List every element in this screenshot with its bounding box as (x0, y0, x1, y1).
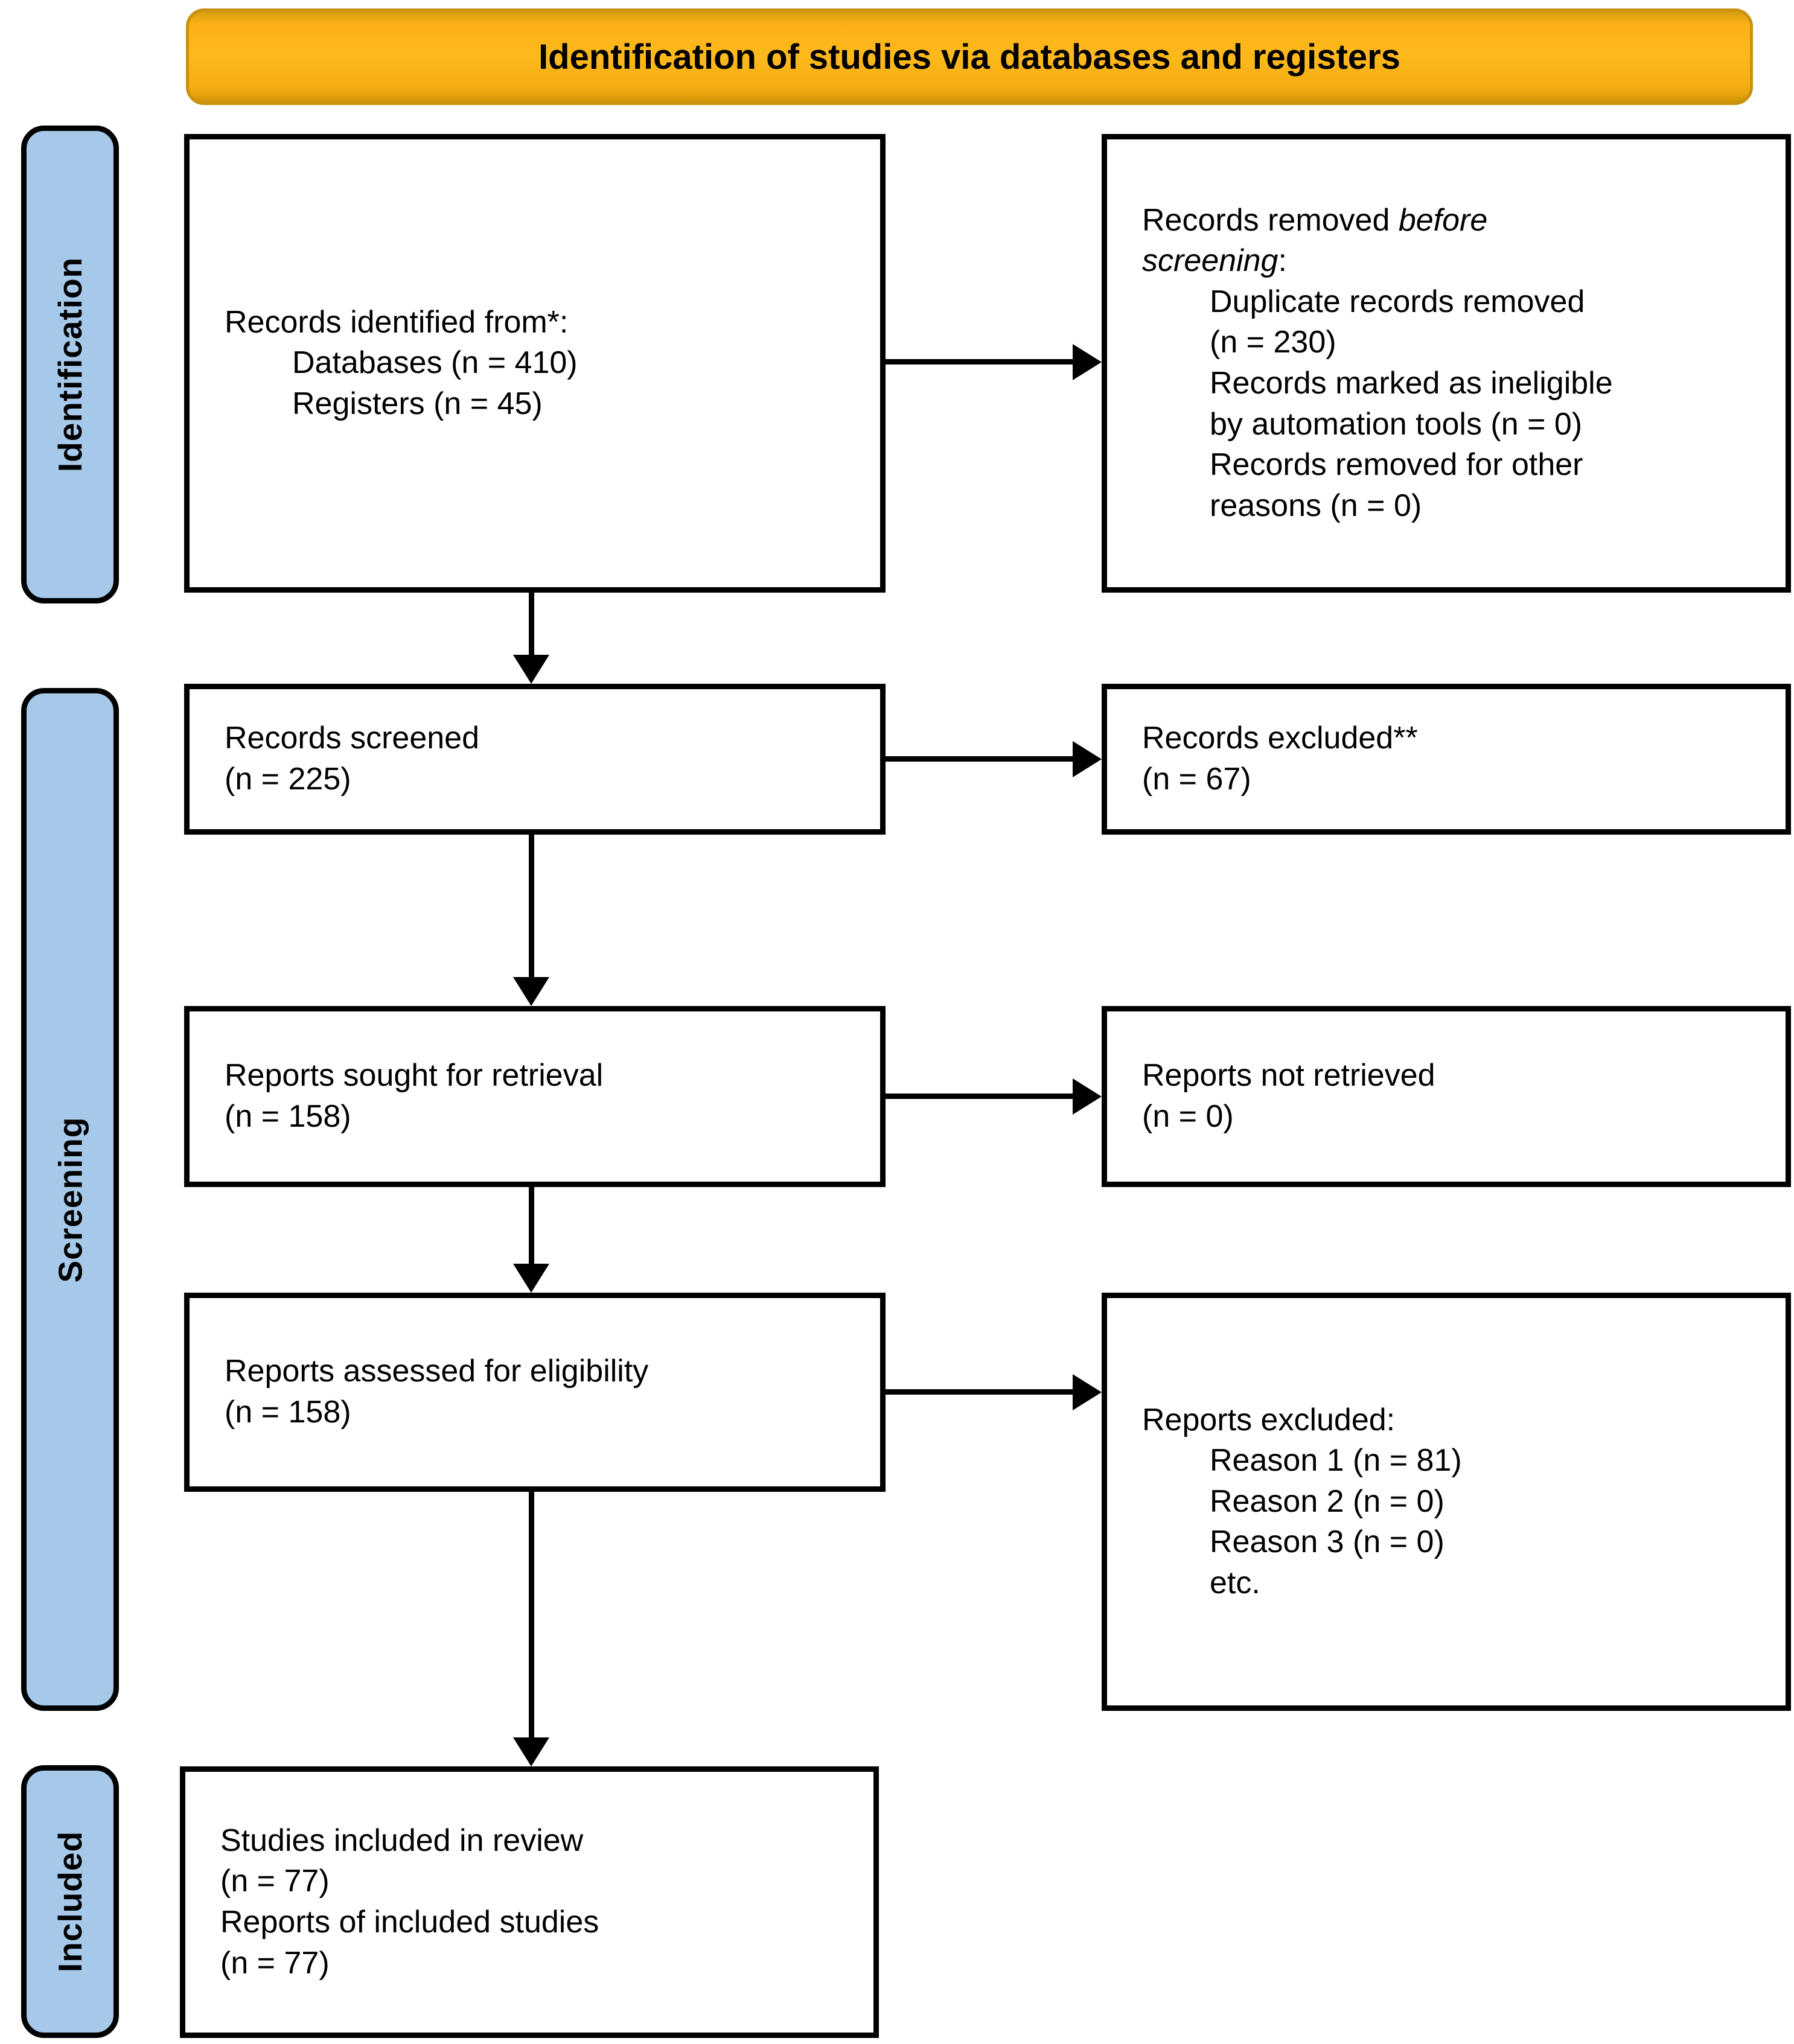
text-line: Records excluded** (1142, 721, 1418, 756)
text-line: (n = 0) (1142, 1099, 1234, 1134)
stage-included: Included (21, 1765, 119, 2038)
arrow-right-2-shaft (884, 756, 1073, 762)
text-line: Duplicate records removed (1210, 284, 1585, 319)
box-records-excluded: Records excluded** (n = 67) (1102, 684, 1791, 835)
arrow-down-3-shaft (529, 1187, 534, 1264)
arrow-right-4-shaft (884, 1389, 1073, 1395)
text-line: Studies included in review (220, 1823, 584, 1858)
box-reports-assessed: Reports assessed for eligibility (n = 158… (184, 1293, 886, 1492)
text-line: (n = 158) (225, 1395, 351, 1430)
text-line: (n = 77) (220, 1945, 330, 1981)
text-line: screening: (1142, 243, 1287, 279)
stage-identification-label: Identification (51, 256, 89, 473)
box-records-screened: Records screened (n = 225) (184, 684, 886, 835)
box-studies-included: Studies included in review (n = 77) Report… (180, 1766, 879, 2038)
text-line: by automation tools (n = 0) (1210, 406, 1583, 442)
arrow-down-4-shaft (529, 1492, 534, 1737)
text-line: Reports sought for retrieval (225, 1058, 604, 1094)
arrow-right-3-shaft (884, 1094, 1073, 1099)
text-line: Reports of included studies (220, 1905, 599, 1940)
stage-included-label: Included (51, 1830, 89, 1973)
text-line: Databases (n = 410) (292, 345, 578, 381)
text-line: Records removed before (1142, 202, 1488, 238)
arrow-down-1-shaft (529, 593, 534, 655)
box-reports-not-retrieved: Reports not retrieved (n = 0) (1102, 1006, 1791, 1187)
text-line: Reason 1 (n = 81) (1210, 1443, 1462, 1479)
arrow-right-1-shaft (884, 359, 1073, 365)
text-line: (n = 67) (1142, 762, 1251, 797)
arrow-down-icon (513, 1737, 549, 1766)
text-line: Records identified from*: (225, 304, 569, 340)
text-line: Reason 3 (n = 0) (1210, 1524, 1444, 1560)
text-line: etc. (1210, 1565, 1260, 1600)
text-line: (n = 77) (220, 1864, 330, 1899)
text-line: reasons (n = 0) (1210, 488, 1422, 523)
stage-screening: Screening (21, 688, 119, 1711)
stage-identification: Identification (21, 126, 119, 603)
box-records-identified: Records identified from*: Databases (n = … (184, 134, 886, 593)
stage-screening-label: Screening (51, 1116, 89, 1282)
box-reports-sought: Reports sought for retrieval (n = 158) (184, 1006, 886, 1187)
text-line: Registers (n = 45) (292, 386, 543, 421)
arrow-right-icon (1073, 1374, 1102, 1410)
arrow-down-icon (513, 1264, 549, 1293)
text-line: (n = 158) (225, 1099, 351, 1134)
banner-title: Identification of studies via databases … (186, 8, 1753, 105)
arrow-right-icon (1073, 344, 1102, 380)
text-line: (n = 230) (1210, 325, 1336, 360)
box-reports-excluded: Reports excluded: Reason 1 (n = 81) Reason… (1102, 1293, 1791, 1711)
arrow-down-icon (513, 655, 549, 684)
text-line: Records marked as ineligible (1210, 366, 1613, 401)
text-line: Records removed for other (1210, 447, 1583, 483)
box-records-removed-before-screening: Records removed before screening: Duplicat… (1102, 134, 1791, 593)
text-line: Reports not retrieved (1142, 1058, 1435, 1094)
arrow-right-icon (1073, 1078, 1102, 1115)
text-line: Reports assessed for eligibility (225, 1354, 649, 1389)
text-line: Reason 2 (n = 0) (1210, 1483, 1444, 1519)
text-line: (n = 225) (225, 762, 351, 797)
arrow-down-2-shaft (529, 835, 534, 977)
text-line: Records screened (225, 721, 479, 756)
arrow-right-icon (1073, 741, 1102, 777)
text-line: Reports excluded: (1142, 1402, 1396, 1437)
arrow-down-icon (513, 977, 549, 1006)
